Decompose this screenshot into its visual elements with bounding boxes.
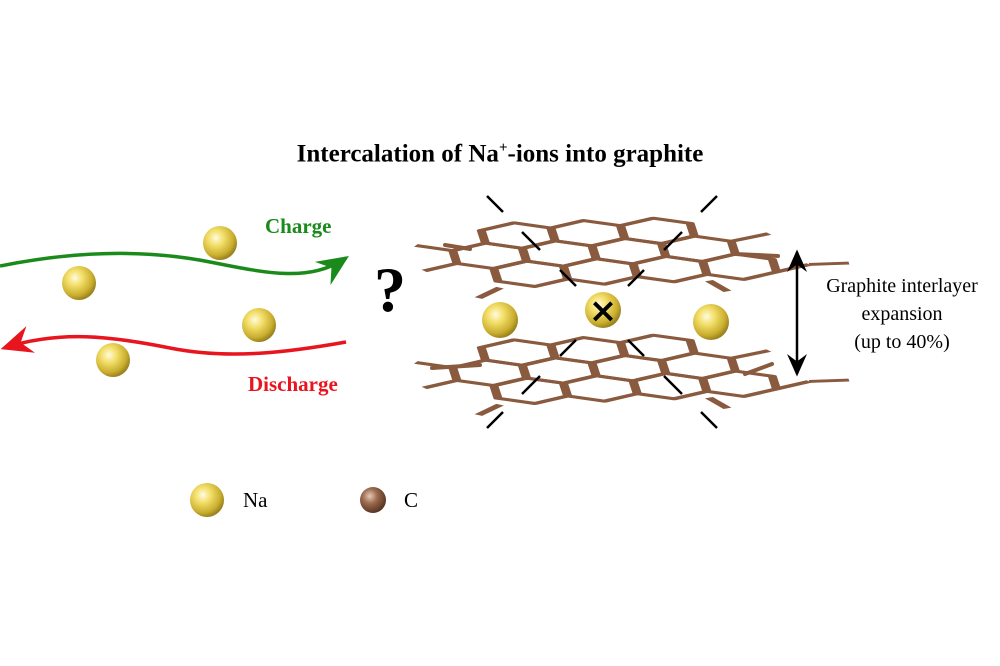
sodium-ion-blocked xyxy=(585,292,621,328)
graphene-layer-top xyxy=(414,216,850,299)
sodium-ion xyxy=(203,226,237,260)
charge-arrow xyxy=(0,251,349,286)
legend-carbon-label: C xyxy=(404,488,419,512)
sodium-ion xyxy=(693,304,729,340)
legend-carbon-marker xyxy=(360,487,386,513)
expansion-line-3: (up to 40%) xyxy=(854,331,950,353)
expansion-line-1: Graphite interlayer xyxy=(826,275,978,297)
legend-sodium-label: Na xyxy=(243,488,268,512)
expansion-line-2: expansion xyxy=(861,303,943,325)
sodium-ion xyxy=(96,343,130,377)
title-superscript: + xyxy=(498,140,508,156)
title-prefix: Intercalation of Na xyxy=(296,140,499,168)
charge-label: Charge xyxy=(265,214,332,238)
diagram-title: Intercalation of Na+-ions into graphite xyxy=(0,140,1000,168)
discharge-label: Discharge xyxy=(248,372,338,396)
sodium-ion xyxy=(482,302,518,338)
expansion-note: Graphite interlayer expansion (up to 40%… xyxy=(812,272,992,356)
legend-sodium-marker xyxy=(190,483,224,517)
dashed-guides xyxy=(486,195,718,429)
graphene-layer-bottom xyxy=(414,333,850,416)
blocked-marker: × xyxy=(589,291,618,331)
sodium-ion xyxy=(62,266,96,300)
sodium-ion xyxy=(242,308,276,342)
discharge-arrow xyxy=(0,326,347,356)
question-mark: ? xyxy=(374,254,406,325)
title-suffix: -ions into graphite xyxy=(507,140,704,168)
